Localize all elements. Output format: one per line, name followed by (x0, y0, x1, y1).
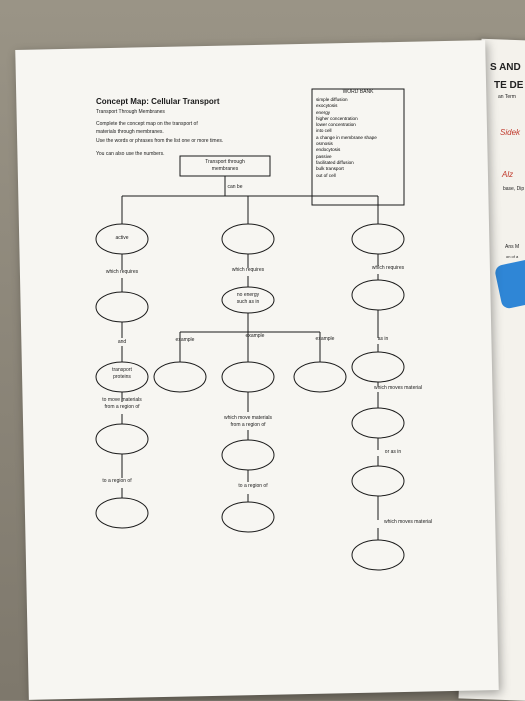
label-to-a-region-of-left: to a region of (102, 478, 132, 484)
worksheet-title: Concept Map: Cellular Transport (96, 97, 220, 106)
label-as-in: as in (377, 336, 389, 342)
word-bank-item: out of cell (316, 172, 336, 178)
label-to-move-materials-1: to move materials (102, 397, 142, 403)
word-bank-item: osmosis (316, 141, 333, 147)
side-text-4: Sidek (500, 128, 521, 137)
word-bank-item: bulk transport (316, 166, 344, 172)
side-text-5: Alz (502, 170, 514, 179)
instruction-line-3: Use the words or phrases from the list o… (96, 138, 224, 144)
word-bank-item: simple diffusion (316, 97, 348, 102)
oval-example-2 (221, 361, 275, 393)
oval-example-3 (293, 361, 347, 393)
label-which-move-materials-1: which move materials (223, 415, 273, 421)
oval-right-top (351, 223, 405, 255)
word-bank-item: lower concentration (316, 122, 356, 128)
label-which-requires-right: which requires (371, 265, 405, 271)
label-active: active (115, 235, 129, 241)
worksheet-subtitle: Transport Through Membranes (96, 109, 165, 115)
word-bank-item: exocytosis (316, 103, 338, 109)
label-which-requires-mid: which requires (231, 267, 265, 273)
oval-transport-proteins (95, 361, 149, 393)
label-transport-proteins-1: transport (112, 367, 132, 373)
label-to-move-materials-2: from a region of (104, 404, 140, 410)
oval-right-2 (351, 279, 405, 311)
label-which-move-materials-2: from a region of (230, 422, 266, 428)
side-text-6: base, Dip (503, 186, 525, 192)
oval-mid-4 (221, 439, 275, 471)
word-bank-item: endocytosis (316, 147, 341, 153)
top-box-line-2: membranes (211, 166, 239, 172)
oval-mid-top (221, 223, 275, 255)
word-bank-title: WORD BANK (342, 89, 374, 95)
word-bank-item: higher concentration (316, 115, 358, 121)
oval-right-3 (351, 351, 405, 383)
oval-right-5 (351, 465, 405, 497)
side-text-1: S AND (490, 62, 521, 73)
side-text-8: on of a (506, 254, 519, 259)
instruction-line-4: You can also use the numbers. (96, 151, 165, 157)
label-which-moves-material-2: which moves material (383, 519, 433, 525)
oval-left-5 (95, 497, 149, 529)
side-text-7: Ans M (505, 244, 520, 250)
label-transport-proteins-2: proteins (113, 374, 131, 380)
label-which-moves-material-1: which moves material (373, 385, 423, 391)
oval-right-6 (351, 539, 405, 571)
label-example-3: example (315, 336, 335, 342)
side-text-2: TE DE (494, 80, 524, 91)
word-bank-item: passive (316, 153, 332, 159)
instruction-line-1: Complete the concept map on the transpor… (96, 121, 198, 127)
word-bank-box (311, 88, 405, 206)
oval-mid-5 (221, 501, 275, 533)
label-no-energy-1: no energy (236, 292, 260, 298)
word-bank-item: into cell (316, 128, 332, 134)
side-text-3: an Term (498, 94, 516, 100)
label-which-requires-left: which requires (105, 269, 139, 275)
word-bank-item: energy (316, 109, 331, 115)
oval-active (95, 223, 149, 255)
label-example-1: example (175, 337, 195, 343)
label-and: and (117, 339, 127, 345)
word-bank-item: facilitated diffusion (316, 159, 354, 165)
no-energy-oval (221, 286, 275, 314)
oval-example-1 (153, 361, 207, 393)
label-example-2: example (245, 333, 265, 339)
label-no-energy-2: such as in (236, 299, 260, 305)
label-or-as-in: or as in (384, 449, 402, 455)
oval-left-2 (95, 291, 149, 323)
word-bank-item: a change in membrane shape (316, 134, 377, 140)
label-can-be: can be (227, 184, 243, 190)
oval-right-4 (351, 407, 405, 439)
instruction-line-2: materials through membranes. (96, 129, 164, 135)
label-to-a-region-of-mid: to a region of (238, 483, 268, 489)
oval-left-4 (95, 423, 149, 455)
top-box-line-1: Transport through (205, 159, 245, 165)
